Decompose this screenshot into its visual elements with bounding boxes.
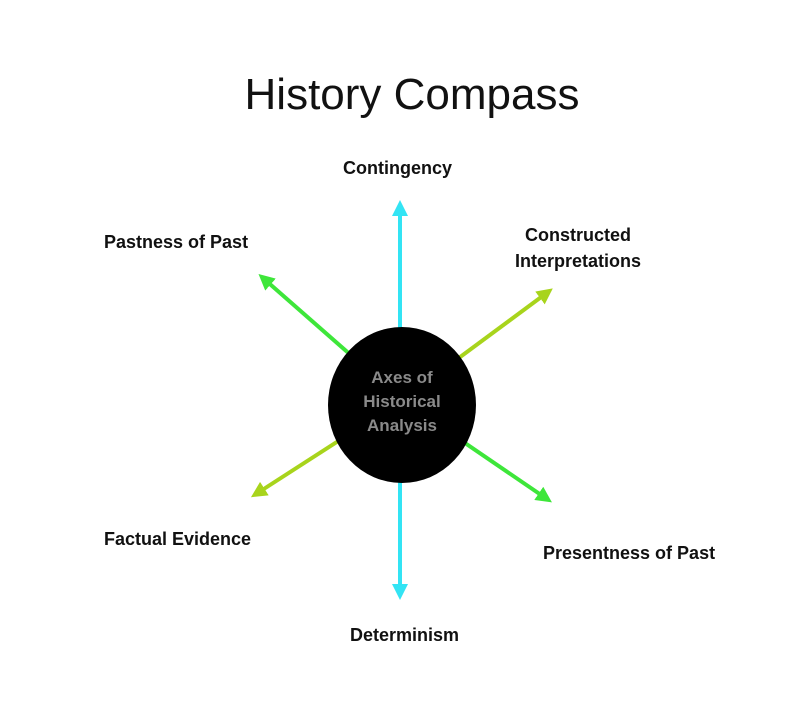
center-line: Historical	[363, 392, 441, 411]
label-pastness-of-past: Pastness of Past	[104, 232, 249, 252]
center-line: Analysis	[367, 416, 437, 435]
label-line: Interpretations	[514, 251, 642, 271]
label-contingency: Contingency	[343, 158, 453, 178]
center-line: Axes of	[371, 368, 433, 387]
label-constructed-interpretations: Constructed Interpretations	[505, 222, 651, 274]
label-presentness-of-past: Presentness of Past	[543, 543, 716, 563]
label-line: Constructed	[524, 225, 631, 245]
label-determinism: Determinism	[350, 625, 460, 645]
center-label: Axes of Historical Analysis	[328, 366, 476, 438]
label-factual-evidence: Factual Evidence	[104, 529, 252, 549]
diagram-title: History Compass	[244, 70, 580, 119]
center-circle	[328, 327, 476, 483]
